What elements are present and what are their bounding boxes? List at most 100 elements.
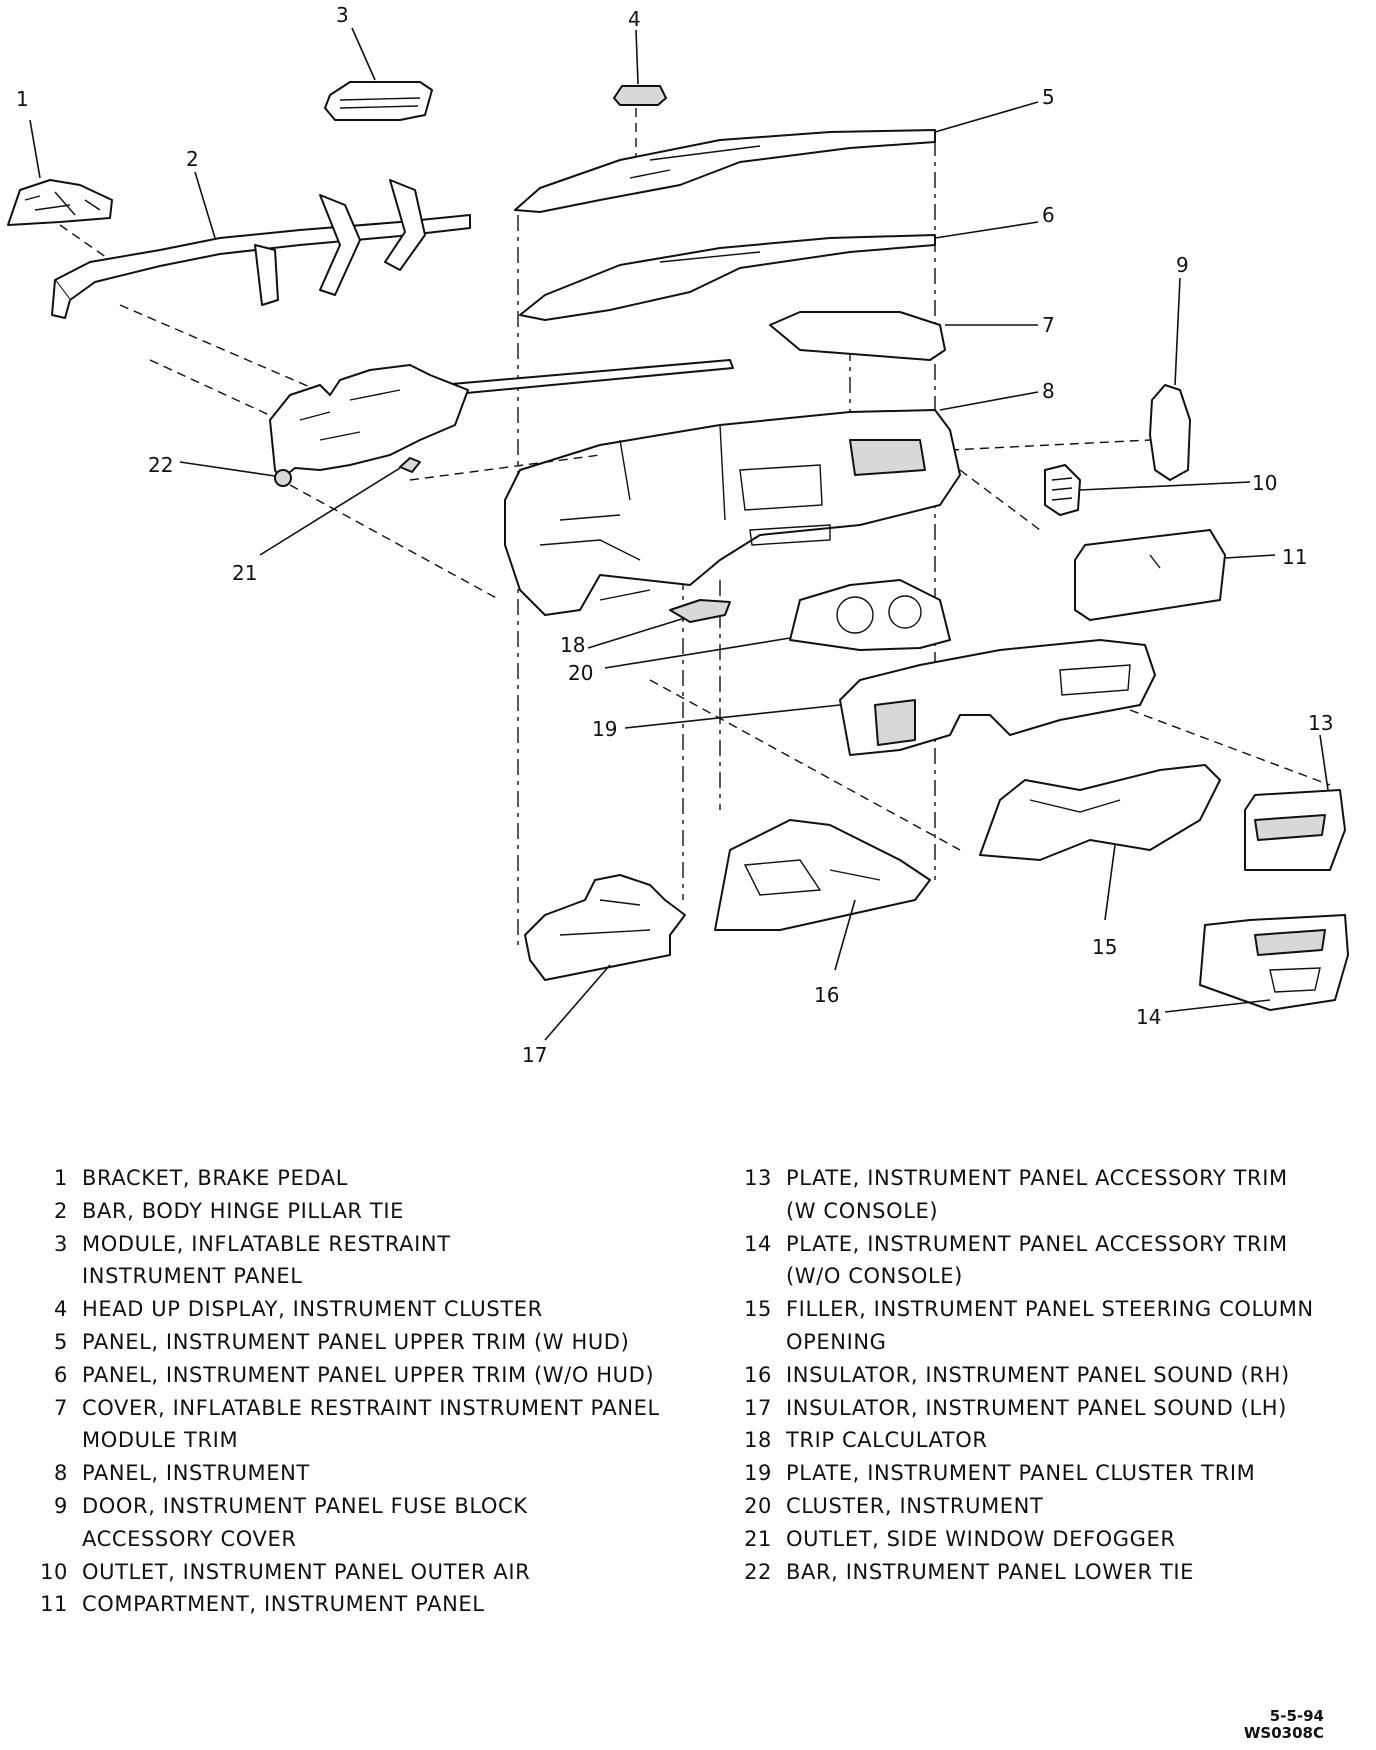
part-16-sound-insulator-rh <box>714 819 931 971</box>
legend-number <box>718 1326 786 1359</box>
legend-number: 4 <box>54 1297 68 1322</box>
part-15-steering-column-filler <box>979 764 1221 921</box>
legend-text: ACCESSORY COVER <box>82 1526 297 1551</box>
legend-item-15: 15 FILLER, INSTRUMENT PANEL STEERING COLU… <box>718 1293 1358 1326</box>
legend-text: BAR, BODY HINGE PILLAR TIE <box>82 1198 404 1223</box>
legend-number: 20 <box>744 1493 772 1518</box>
legend-number: 16 <box>744 1362 772 1387</box>
legend-number <box>14 1260 82 1293</box>
legend-number: 8 <box>54 1461 68 1486</box>
part-21-side-window-defogger <box>259 454 601 556</box>
part-18-trip-calculator <box>587 599 731 649</box>
legend-item-5: 5 PANEL, INSTRUMENT PANEL UPPER TRIM (W H… <box>14 1326 704 1359</box>
callout-22: 22 <box>148 453 173 477</box>
legend-item-1: 1 BRACKET, BRAKE PEDAL <box>14 1162 704 1195</box>
legend-text: PLATE, INSTRUMENT PANEL ACCESSORY TRIM <box>786 1231 1288 1256</box>
part-13-accessory-trim-plate-console <box>1244 734 1346 871</box>
exploded-parts-diagram: 1 2 3 4 5 6 7 8 9 10 11 13 14 15 16 17 1… <box>7 3 1349 1067</box>
part-17-sound-insulator-lh <box>524 874 686 1041</box>
footer-date: 5-5-94 <box>1269 1707 1324 1725</box>
legend-number: 7 <box>54 1395 68 1420</box>
legend-number: 3 <box>54 1231 68 1256</box>
legend-number: 2 <box>54 1198 68 1223</box>
legend-item-7: 7 COVER, INFLATABLE RESTRAINT INSTRUMENT … <box>14 1392 704 1425</box>
legend-number: 22 <box>744 1559 772 1584</box>
legend-text: PLATE, INSTRUMENT PANEL CLUSTER TRIM <box>786 1461 1256 1486</box>
legend-text: CLUSTER, INSTRUMENT <box>786 1493 1044 1518</box>
legend-number: 11 <box>40 1592 68 1617</box>
legend-item-15-cont: OPENING <box>718 1326 1358 1359</box>
legend-number: 9 <box>54 1493 68 1518</box>
legend-item-14-cont: (W/O CONSOLE) <box>718 1260 1358 1293</box>
legend-item-21: 21 OUTLET, SIDE WINDOW DEFOGGER <box>718 1523 1358 1556</box>
legend-text: MODULE TRIM <box>82 1428 239 1453</box>
legend-item-10: 10 OUTLET, INSTRUMENT PANEL OUTER AIR <box>14 1556 704 1589</box>
legend-number <box>718 1195 786 1228</box>
legend-item-16: 16 INSULATOR, INSTRUMENT PANEL SOUND (RH) <box>718 1359 1358 1392</box>
callout-19: 19 <box>592 717 617 741</box>
legend-text: OPENING <box>786 1329 887 1354</box>
callout-16: 16 <box>814 983 839 1007</box>
callout-6: 6 <box>1042 203 1055 227</box>
legend-item-22: 22 BAR, INSTRUMENT PANEL LOWER TIE <box>718 1556 1358 1589</box>
legend-text: MODULE, INFLATABLE RESTRAINT <box>82 1231 451 1256</box>
legend-text: DOOR, INSTRUMENT PANEL FUSE BLOCK <box>82 1493 528 1518</box>
legend-number: 1 <box>54 1166 68 1190</box>
legend-text: PANEL, INSTRUMENT PANEL UPPER TRIM (W HU… <box>82 1329 630 1354</box>
legend-number: 5 <box>54 1329 68 1354</box>
legend-number: 21 <box>744 1526 772 1551</box>
legend-text: (W CONSOLE) <box>786 1198 939 1223</box>
legend-number: 10 <box>40 1559 68 1584</box>
callout-5: 5 <box>1042 85 1055 109</box>
legend-number: 13 <box>744 1166 772 1190</box>
legend-text: OUTLET, SIDE WINDOW DEFOGGER <box>786 1526 1176 1551</box>
legend-text: PLATE, INSTRUMENT PANEL ACCESSORY TRIM <box>786 1166 1288 1190</box>
legend-item-13-cont: (W CONSOLE) <box>718 1195 1358 1228</box>
part-10-outer-air-outlet <box>1044 464 1251 516</box>
part-20-instrument-cluster <box>604 579 951 669</box>
legend-text: PANEL, INSTRUMENT PANEL UPPER TRIM (W/O … <box>82 1362 655 1387</box>
legend-item-3: 3 MODULE, INFLATABLE RESTRAINT <box>14 1228 704 1261</box>
part-14-accessory-trim-plate-noconsole <box>1164 914 1349 1013</box>
legend-item-9: 9 DOOR, INSTRUMENT PANEL FUSE BLOCK <box>14 1490 704 1523</box>
legend-item-13: 13 PLATE, INSTRUMENT PANEL ACCESSORY TRIM <box>718 1162 1358 1195</box>
legend-text: COVER, INFLATABLE RESTRAINT INSTRUMENT P… <box>82 1395 660 1420</box>
legend-text: BAR, INSTRUMENT PANEL LOWER TIE <box>786 1559 1195 1584</box>
legend-text: (W/O CONSOLE) <box>786 1264 963 1289</box>
legend-text: TRIP CALCULATOR <box>786 1428 988 1453</box>
part-6-upper-trim-panel-wohud <box>519 221 1039 321</box>
legend-text: INSTRUMENT PANEL <box>82 1264 303 1289</box>
part-11-compartment <box>1074 529 1276 621</box>
part-19-cluster-trim-plate <box>624 639 1156 756</box>
legend-text: OUTLET, INSTRUMENT PANEL OUTER AIR <box>82 1559 531 1584</box>
part-4-head-up-display <box>613 29 667 170</box>
callout-17: 17 <box>522 1043 547 1067</box>
legend-item-3-cont: INSTRUMENT PANEL <box>14 1260 704 1293</box>
part-3-inflatable-restraint-module <box>324 27 433 121</box>
callout-20: 20 <box>568 661 593 685</box>
legend-number: 17 <box>744 1395 772 1420</box>
part-8-instrument-panel <box>439 359 1039 616</box>
legend-number: 15 <box>744 1297 772 1322</box>
legend-item-2: 2 BAR, BODY HINGE PILLAR TIE <box>14 1195 704 1228</box>
legend-item-14: 14 PLATE, INSTRUMENT PANEL ACCESSORY TRIM <box>718 1228 1358 1261</box>
legend-item-20: 20 CLUSTER, INSTRUMENT <box>718 1490 1358 1523</box>
legend-text: FILLER, INSTRUMENT PANEL STEERING COLUMN <box>786 1297 1314 1322</box>
callout-1: 1 <box>16 87 29 111</box>
callout-8: 8 <box>1042 379 1055 403</box>
callout-2: 2 <box>186 147 199 171</box>
callout-14: 14 <box>1136 1005 1161 1029</box>
parts-legend: 1 BRACKET, BRAKE PEDAL 2 BAR, BODY HINGE PI… <box>0 1162 1376 1632</box>
part-22-lower-tie-bar <box>179 364 501 601</box>
legend-text: BRACKET, BRAKE PEDAL <box>82 1166 349 1190</box>
legend-text: INSULATOR, INSTRUMENT PANEL SOUND (RH) <box>786 1362 1290 1387</box>
callout-15: 15 <box>1092 935 1117 959</box>
diagram-svg: 1 2 3 4 5 6 7 8 9 10 11 13 14 15 16 17 1… <box>7 3 1349 1067</box>
part-1-brake-pedal-bracket <box>7 119 113 261</box>
legend-number: 14 <box>744 1231 772 1256</box>
